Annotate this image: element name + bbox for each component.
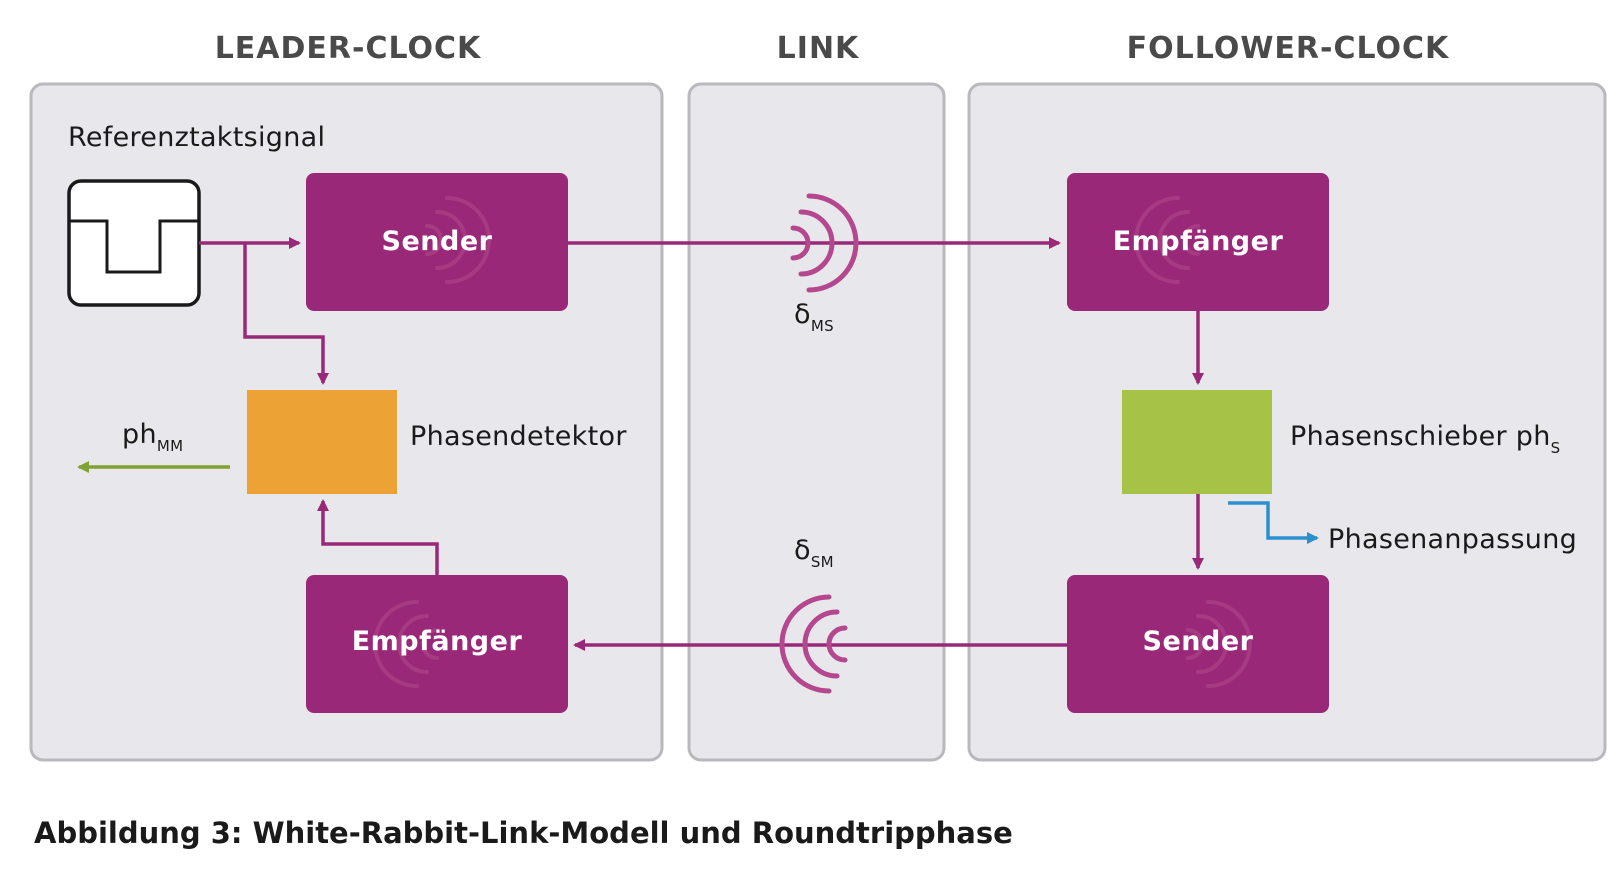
reference-to-detector-arrow bbox=[243, 243, 329, 385]
leader-receiver-block: Empfänger bbox=[306, 575, 568, 713]
link-panel bbox=[687, 82, 946, 762]
link-title: LINK bbox=[777, 31, 860, 66]
receiver-to-detector-arrow bbox=[317, 499, 439, 575]
leader-clock-title: LEADER-CLOCK bbox=[215, 31, 482, 66]
leader-receiver-label: Empfänger bbox=[352, 626, 523, 657]
phase-detector-label: Phasendetektor bbox=[410, 421, 627, 452]
signal-waves-icon bbox=[1134, 196, 1200, 284]
leader-sender-label: Sender bbox=[382, 226, 493, 257]
phase-shifter-label: Phasenschieber phS bbox=[1290, 421, 1560, 457]
phase-adjust-arrow bbox=[1228, 501, 1319, 544]
follower-receiver-label: Empfänger bbox=[1113, 226, 1284, 257]
signal-waves-icon bbox=[373, 600, 439, 688]
delay-sm-label: δSM bbox=[794, 535, 834, 571]
leader-sender-block: Sender bbox=[306, 173, 568, 311]
follower-receiver-block: Empfänger bbox=[1067, 173, 1329, 311]
reference-clock-icon bbox=[67, 179, 201, 307]
follower-sender-block: Sender bbox=[1067, 575, 1329, 713]
phase-adjust-label: Phasenanpassung bbox=[1328, 524, 1577, 555]
follower-sender-label: Sender bbox=[1143, 626, 1254, 657]
phase-output-label: phMM bbox=[122, 419, 183, 455]
figure-caption: Abbildung 3: White-Rabbit-Link-Modell un… bbox=[34, 816, 1013, 850]
phase-shifter-block bbox=[1122, 390, 1272, 494]
return-link-waves-icon bbox=[779, 594, 848, 694]
signal-waves-icon bbox=[1186, 600, 1252, 688]
signal-waves-icon bbox=[425, 196, 491, 284]
delay-ms-label: δMS bbox=[794, 299, 834, 335]
reference-signal-label: Referenztaktsignal bbox=[68, 122, 325, 153]
forward-link-waves-icon bbox=[790, 193, 859, 293]
phase-detector-block bbox=[247, 390, 397, 494]
follower-clock-title: FOLLOWER-CLOCK bbox=[1127, 31, 1450, 66]
